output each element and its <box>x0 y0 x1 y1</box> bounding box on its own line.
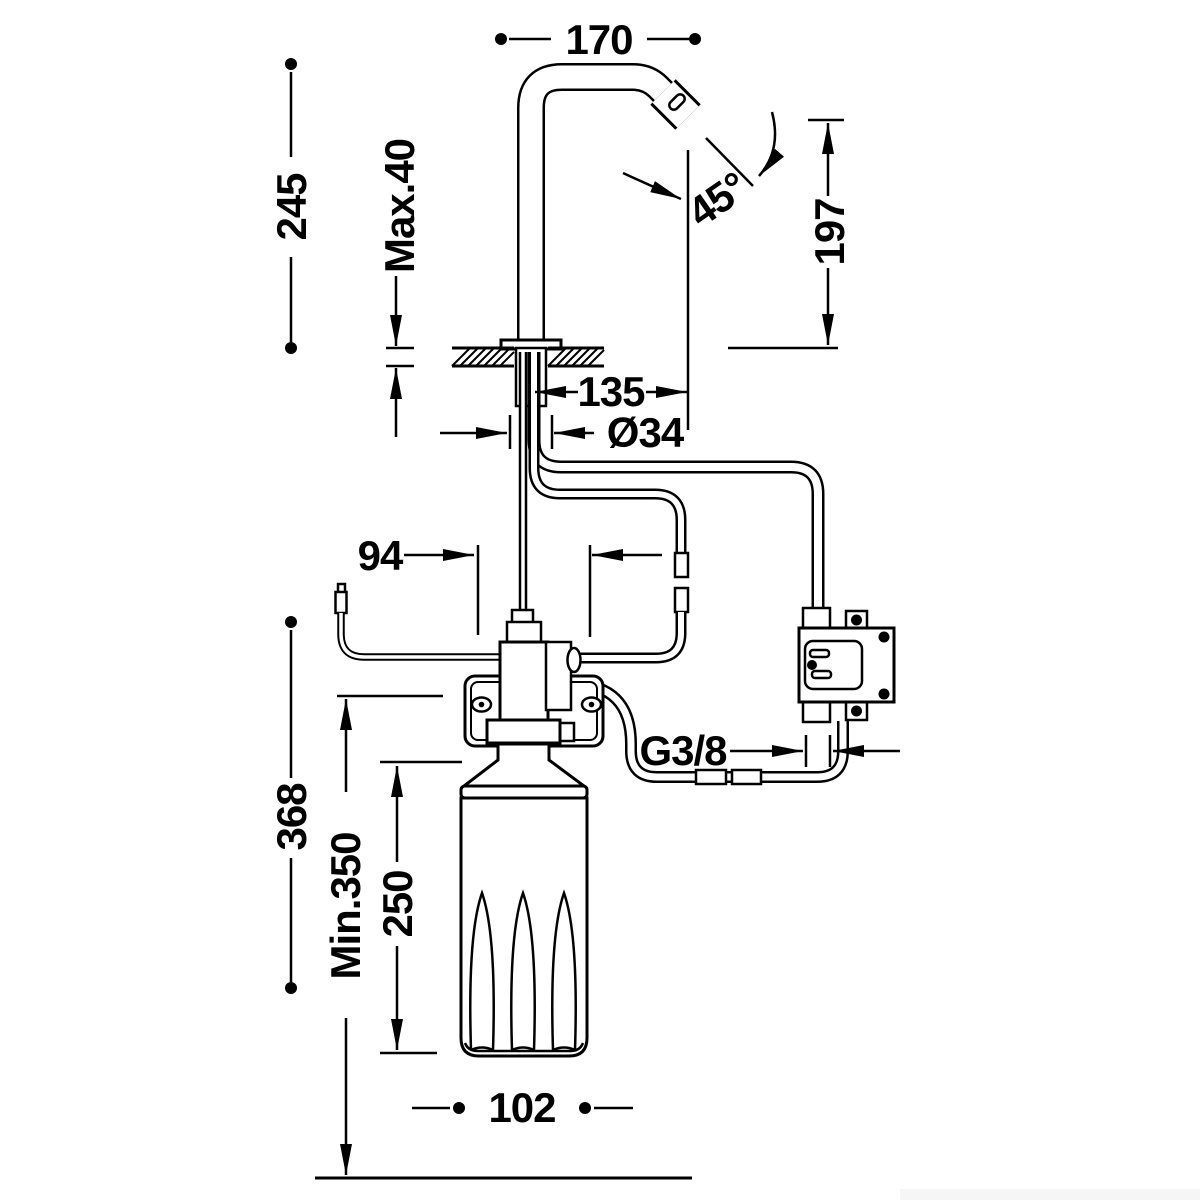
spare-connector <box>334 590 348 615</box>
mounting-nut <box>485 718 562 745</box>
dimension-outlet-offset: 135 <box>535 368 687 415</box>
dim-label-cable-offset: 94 <box>358 532 404 579</box>
page-edge-shade <box>900 1189 1200 1200</box>
dimension-bottle-width: 102 <box>412 1084 633 1131</box>
box-screw-top <box>878 631 890 643</box>
dim-label-outlet-offset: 135 <box>577 368 645 415</box>
bottle-neck <box>459 742 589 788</box>
dimension-bottle-height: 250 <box>374 760 462 1055</box>
bottle-flute-center <box>510 889 536 1052</box>
box-bottom-tab-screw <box>851 705 862 717</box>
dim-label-shank-diameter: Ø34 <box>607 409 685 456</box>
dimension-cable-offset: 94 <box>358 532 662 637</box>
dimension-thread: G3/8 <box>639 727 900 774</box>
box-bottom-gland <box>801 699 832 724</box>
box-screw-bottom <box>878 688 890 700</box>
dimension-spout-reach: 170 <box>495 16 701 63</box>
box-top-tab-screw <box>851 614 862 626</box>
dim-label-thread: G3/8 <box>639 727 727 774</box>
valve-cap <box>505 620 543 645</box>
dim-label-spout-reach: 170 <box>565 16 632 63</box>
dimension-shank-diameter: Ø34 <box>440 409 686 456</box>
bottle-body <box>459 796 589 1058</box>
cable-connector-plug <box>673 551 690 579</box>
bottle-flute-left <box>469 889 495 1052</box>
hose-coupling-right <box>730 768 763 786</box>
spare-cable <box>334 582 500 661</box>
dimension-overall-depth: 368 <box>268 616 315 994</box>
box-round-port <box>807 660 817 670</box>
dim-label-spout-angle: 45° <box>679 163 756 236</box>
dim-label-overall-depth: 368 <box>268 783 315 851</box>
faucet-spout <box>517 63 701 352</box>
supply-hose <box>570 678 849 786</box>
dim-label-outlet-height: 197 <box>806 198 853 265</box>
bottle-flute-right <box>551 889 577 1052</box>
soap-bottle <box>459 784 589 1058</box>
valve-side-block <box>544 640 573 712</box>
sensor-cable <box>528 352 690 664</box>
dim-label-bottle-height: 250 <box>374 870 421 937</box>
valve-assembly <box>459 608 605 788</box>
dim-label-bottle-width: 102 <box>488 1084 555 1131</box>
bottle-rim <box>459 784 589 800</box>
dimension-max-deck-thickness: Max.40 <box>376 139 423 437</box>
dimension-outlet-height: 197 <box>728 118 853 350</box>
countertop-section <box>451 338 605 368</box>
cable-connector-socket <box>673 586 690 614</box>
dim-label-spout-height: 245 <box>268 173 315 241</box>
box-top-gland <box>801 606 832 631</box>
dim-label-max-deck-thickness: Max.40 <box>376 139 423 273</box>
electronics-box <box>797 606 896 724</box>
dimension-spout-angle: 45° <box>622 111 785 430</box>
cable-gland <box>566 646 582 674</box>
dim-label-min-clearance: Min.350 <box>322 832 369 979</box>
sensor-window-icon <box>668 93 686 111</box>
box-slot-top <box>808 648 831 659</box>
box-slot-bottom <box>810 669 833 680</box>
dimension-min-clearance: Min.350 <box>322 694 443 1175</box>
dimension-spout-height: 245 <box>268 58 315 354</box>
hose-coupling-left <box>694 768 728 786</box>
valve-body <box>498 640 550 724</box>
